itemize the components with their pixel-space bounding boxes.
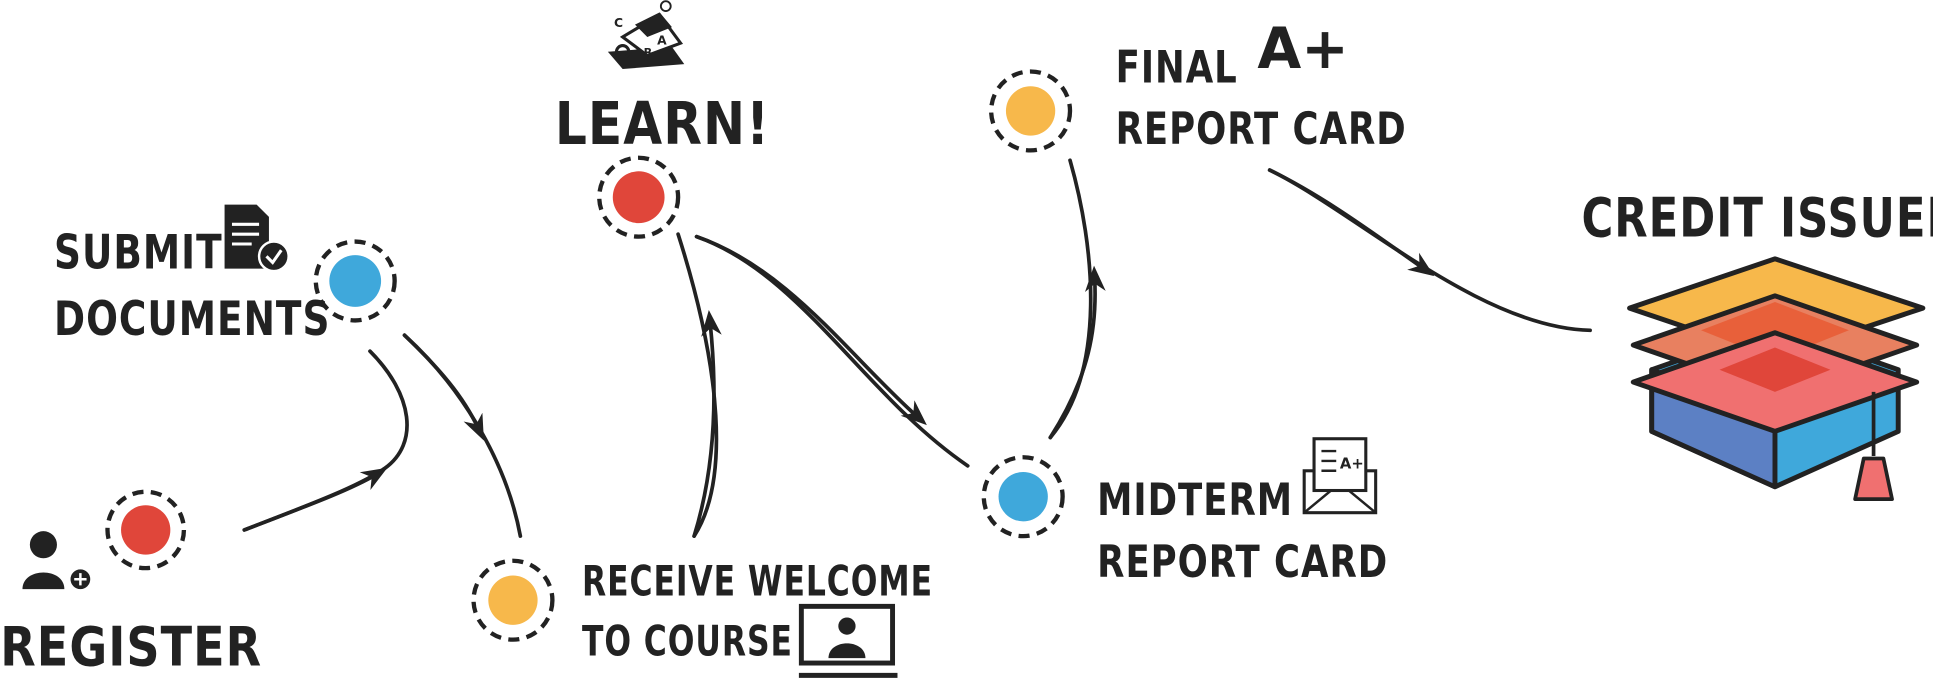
arrow-head [692,310,722,538]
arrow-head [694,234,927,426]
node-register [105,489,187,571]
book-letter-b: B [644,47,652,60]
label-submit-2: DOCUMENTS [54,292,330,346]
graduation-cap-icon [1627,256,1926,501]
envelope-grade-text: A+ [1340,455,1364,472]
arrow-welcome-to-learn [676,232,719,538]
label-welcome-1: RECEIVE WELCOME [582,557,933,606]
book-letter-a: A [657,33,667,47]
label-submit-1: SUBMIT [54,226,223,280]
video-presenter-icon [798,603,898,678]
arrow-learn-to-midterm [694,234,970,468]
document-check-icon [224,204,290,273]
arrow-head [242,467,388,532]
arrow-head [402,333,484,441]
label-learn: LEARN! [555,89,770,158]
node-final [988,69,1073,153]
learning-book-icon: A B C [607,0,685,70]
label-final-1: FINAL [1116,43,1238,94]
label-credit: CREDIT ISSUED [1581,186,1933,250]
arrow-final-to-credit [1267,168,1592,333]
node-submit [313,239,397,323]
node-welcome [471,558,555,642]
envelope-grade-icon: A+ [1302,437,1378,515]
node-learn [597,155,681,239]
label-welcome-2: TO COURSE [582,617,793,666]
book-letter-c: C [614,16,623,30]
arrow-head [1048,265,1106,440]
arrow-head [1267,168,1435,277]
a-plus-icon: A+ [1257,16,1348,82]
label-midterm-2: REPORT CARD [1097,537,1388,588]
arrow-midterm-to-final [1048,158,1093,440]
arrow-submit-to-welcome [402,333,523,538]
label-midterm-1: MIDTERM [1097,475,1293,526]
label-final-2: REPORT CARD [1116,104,1407,155]
arrow-register-to-submit [242,349,409,532]
node-midterm [981,455,1065,539]
label-register: REGISTER [0,615,262,679]
add-user-icon [22,531,93,592]
